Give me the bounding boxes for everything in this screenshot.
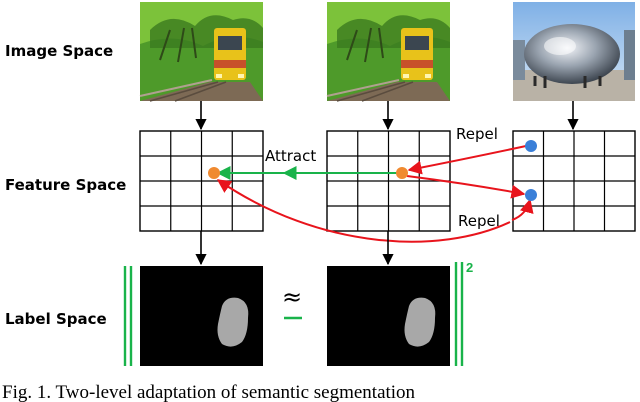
repel-arrow-middle-to-bottom — [406, 175, 526, 199]
norm-bars-left — [123, 266, 133, 366]
repel-arrow-top — [407, 145, 527, 175]
feature-grid-right — [512, 130, 636, 232]
repel-arrow-left-curve — [216, 179, 511, 243]
repel-arrow-bottom-tail — [511, 198, 534, 221]
approx-symbol: ≈ — [282, 283, 302, 311]
figure-caption: Fig. 1. Two-level adaptation of semantic… — [2, 382, 416, 402]
photo-train-left — [139, 2, 263, 102]
photo-train-middle — [326, 2, 450, 102]
repel-label-top: Repel — [456, 125, 498, 143]
feature-point-left — [208, 167, 220, 179]
attract-label: Attract — [265, 147, 316, 165]
photo-sculpture — [513, 2, 635, 101]
row-label-label-space: Label Space — [5, 310, 107, 328]
norm-bars-right — [454, 262, 464, 366]
row-label-image-space: Image Space — [5, 42, 113, 60]
feature-grid-middle — [326, 130, 451, 232]
feature-point-middle — [396, 167, 408, 179]
norm-exponent: 2 — [466, 260, 473, 275]
feature-point-right-top — [525, 140, 537, 152]
feature-grid-left — [139, 130, 264, 232]
label-map-left — [140, 266, 263, 366]
feature-point-right-bottom — [525, 189, 537, 201]
row-label-feature-space: Feature Space — [5, 176, 126, 194]
repel-label-bottom: Repel — [458, 212, 500, 230]
label-map-middle — [327, 266, 450, 366]
